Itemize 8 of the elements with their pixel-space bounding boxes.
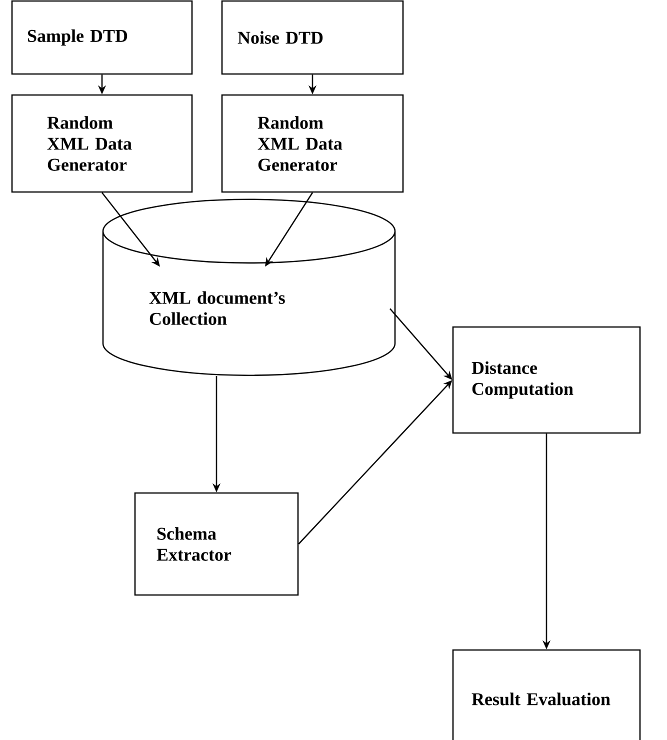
process-box: Sample DTD — [11, 0, 193, 75]
process-box: Distance Computation — [452, 326, 641, 434]
process-box: Noise DTD — [221, 0, 404, 75]
process-box: Result Evaluation — [452, 649, 641, 740]
process-box: Random XML Data Generator — [11, 94, 193, 193]
process-box: Schema Extractor — [134, 492, 299, 596]
storage-cylinder: XML document’s Collection — [102, 198, 396, 376]
process-box: Random XML Data Generator — [221, 94, 404, 193]
